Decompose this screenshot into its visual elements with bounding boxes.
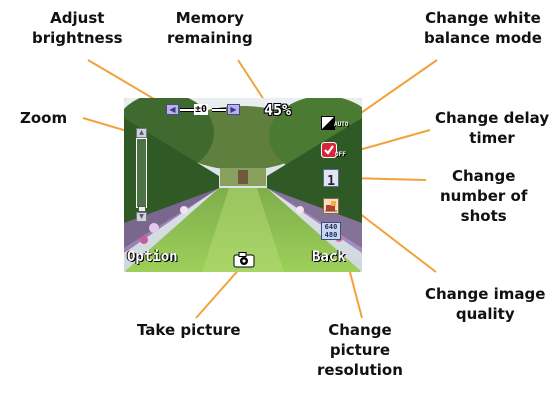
- brightness-decrease-button[interactable]: ◀: [166, 104, 179, 115]
- image-quality-icon[interactable]: [323, 198, 339, 214]
- leader-take-picture: [195, 265, 243, 319]
- self-timer-state-text: OFF: [335, 151, 346, 158]
- memory-remaining-value: 45%: [264, 101, 292, 119]
- brightness-value: ±0: [194, 104, 209, 115]
- resolution-height-text: 480: [324, 231, 338, 239]
- label-zoom: Zoom: [20, 109, 68, 127]
- brightness-bar-left: [180, 108, 194, 112]
- zoom-slider-track[interactable]: [136, 138, 147, 208]
- self-timer-icon[interactable]: OFF: [321, 142, 349, 160]
- leader-shots: [349, 177, 427, 181]
- camera-viewfinder-screen: ◀ ±0 ▶ 45% ▲ ▼ AUTO OFF 1 640 480 Option…: [124, 98, 362, 272]
- brightness-increase-button[interactable]: ▶: [227, 104, 240, 115]
- zoom-out-button[interactable]: ▼: [136, 212, 147, 222]
- zoom-slider-thumb[interactable]: [138, 206, 146, 212]
- white-balance-icon[interactable]: AUTO: [321, 115, 349, 131]
- white-balance-mode-text: AUTO: [334, 121, 349, 128]
- shots-count-text: 1: [327, 174, 335, 189]
- shots-icon[interactable]: 1: [323, 169, 339, 189]
- brightness-bar-right: [212, 108, 226, 112]
- leader-delay: [351, 129, 431, 153]
- zoom-in-button[interactable]: ▲: [136, 128, 147, 138]
- resolution-icon[interactable]: 640 480: [321, 222, 341, 240]
- leader-white-balance: [347, 59, 438, 123]
- back-softkey[interactable]: Back: [312, 249, 346, 265]
- option-softkey[interactable]: Option: [127, 249, 178, 265]
- leader-quality: [354, 209, 437, 273]
- resolution-width-text: 640: [324, 223, 338, 231]
- camera-icon[interactable]: [233, 252, 255, 268]
- label-take-picture: Take picture: [137, 321, 241, 339]
